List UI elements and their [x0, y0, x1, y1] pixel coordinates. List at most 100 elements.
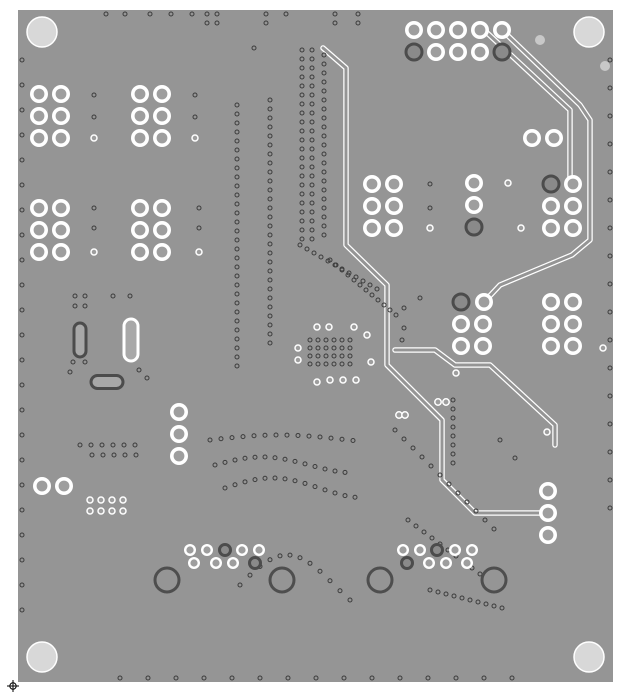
pad-drill — [545, 200, 557, 212]
via-icon — [328, 435, 334, 441]
via-icon — [607, 113, 613, 119]
pad-drill — [33, 202, 45, 214]
via-icon — [90, 248, 98, 256]
via-icon — [192, 114, 198, 120]
via-icon — [607, 169, 613, 175]
pad-drill — [156, 88, 168, 100]
via-icon — [295, 432, 301, 438]
via-icon — [607, 253, 613, 259]
pad-icon — [442, 398, 450, 406]
via-icon — [302, 480, 308, 486]
copper-traces — [320, 27, 593, 516]
via-icon — [19, 532, 25, 538]
via-icon — [145, 675, 151, 681]
via-icon — [607, 477, 613, 483]
pad-drill — [430, 46, 442, 58]
via-icon — [294, 344, 302, 352]
pad-drill — [408, 24, 420, 36]
via-icon — [234, 201, 240, 207]
via-icon — [232, 457, 238, 463]
via-icon — [309, 209, 315, 215]
drill-ring-icon — [366, 566, 394, 594]
via-icon — [267, 142, 273, 148]
via-icon — [204, 11, 210, 17]
pad-drill — [567, 340, 579, 352]
pad-drill — [468, 177, 480, 189]
via-icon — [464, 499, 470, 505]
via-icon — [331, 337, 337, 343]
trace-core — [484, 28, 592, 302]
via-icon — [332, 11, 338, 17]
via-icon — [315, 337, 321, 343]
via-icon — [267, 259, 273, 265]
via-icon — [299, 209, 305, 215]
via-icon — [234, 183, 240, 189]
pad-drill — [388, 200, 400, 212]
via-icon — [321, 205, 327, 211]
via-icon — [322, 487, 328, 493]
via-icon — [234, 300, 240, 306]
pad-drill — [545, 222, 557, 234]
via-icon — [421, 529, 427, 535]
via-icon — [234, 273, 240, 279]
via-icon — [110, 293, 116, 299]
pad-icon — [464, 217, 484, 237]
via-icon — [413, 523, 419, 529]
via-icon — [410, 445, 416, 451]
pad-icon — [108, 507, 116, 515]
trace-core — [393, 348, 557, 447]
via-icon — [332, 20, 338, 26]
via-icon — [299, 191, 305, 197]
via-icon — [91, 92, 97, 98]
via-icon — [234, 264, 240, 270]
via-icon — [234, 246, 240, 252]
pad-drill — [477, 318, 489, 330]
via-icon — [607, 309, 613, 315]
via-icon — [294, 356, 302, 364]
via-icon — [321, 106, 327, 112]
via-icon — [350, 438, 356, 444]
via-icon — [321, 79, 327, 85]
via-icon — [401, 436, 407, 442]
via-icon — [321, 178, 327, 184]
pad-icon — [248, 556, 262, 570]
via-icon — [234, 102, 240, 108]
pad-drill — [156, 202, 168, 214]
via-icon — [234, 210, 240, 216]
via-icon — [299, 227, 305, 233]
via-icon — [111, 452, 117, 458]
via-icon — [299, 146, 305, 152]
via-icon — [100, 452, 106, 458]
via-icon — [339, 436, 345, 442]
via-icon — [237, 582, 243, 588]
via-icon — [234, 255, 240, 261]
via-icon — [429, 535, 435, 541]
via-icon — [103, 11, 109, 17]
via-icon — [401, 305, 407, 311]
via-icon — [491, 603, 497, 609]
via-icon — [267, 277, 273, 283]
pad-drill — [186, 546, 194, 554]
via-icon — [19, 382, 25, 388]
drill-ring-icon — [480, 566, 508, 594]
pad-drill — [451, 546, 459, 554]
via-icon — [192, 92, 198, 98]
via-icon — [19, 182, 25, 188]
pad-drill — [416, 546, 424, 554]
via-icon — [297, 555, 303, 561]
via-icon — [450, 451, 456, 457]
via-icon — [397, 675, 403, 681]
via-icon — [121, 442, 127, 448]
via-icon — [327, 578, 333, 584]
via-icon — [234, 318, 240, 324]
pad-icon — [86, 507, 94, 515]
via-icon — [331, 345, 337, 351]
via-icon — [607, 449, 613, 455]
via-icon — [263, 20, 269, 26]
via-icon — [267, 124, 273, 130]
pad-drill — [455, 318, 467, 330]
via-icon — [19, 407, 25, 413]
via-icon — [19, 557, 25, 563]
via-icon — [327, 257, 333, 263]
via-icon — [267, 241, 273, 247]
